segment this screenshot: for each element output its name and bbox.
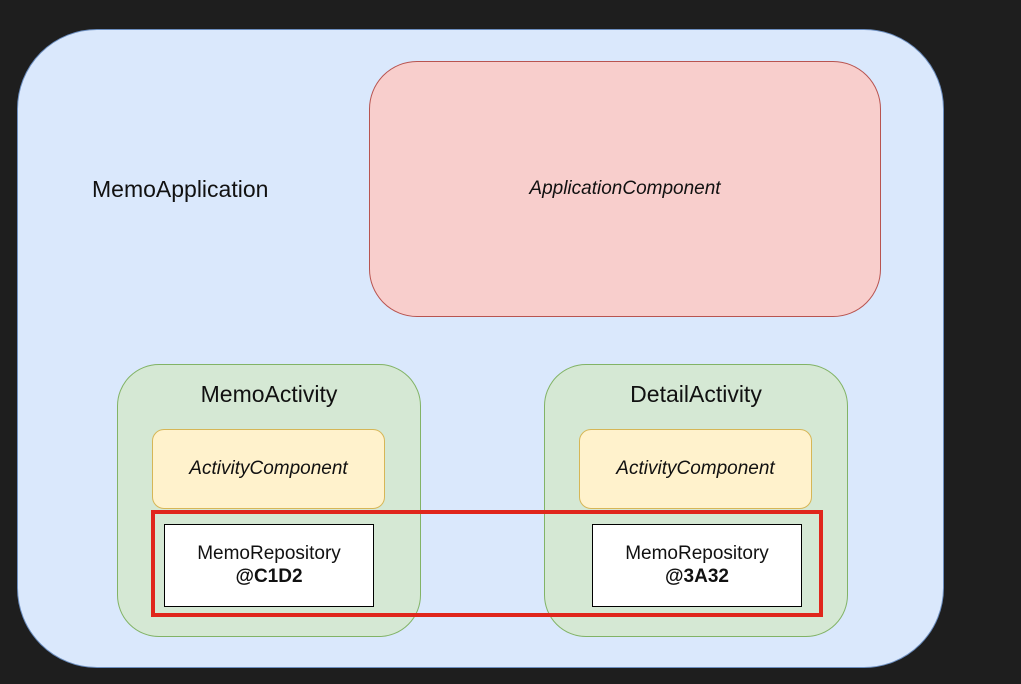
detail-activity-title: DetailActivity — [630, 381, 762, 407]
application-component-label: ApplicationComponent — [529, 178, 721, 199]
memo-activity-title: MemoActivity — [200, 381, 338, 407]
repository-highlight-frame — [151, 510, 823, 617]
application-component-box: ApplicationComponent — [369, 61, 881, 317]
memo-activity-repository-box: MemoRepository @C1D2 — [164, 524, 374, 607]
detail-activity-repository-name: MemoRepository — [625, 542, 769, 564]
detail-activity-component-box: ActivityComponent — [579, 429, 812, 509]
detail-activity-repository-id: @3A32 — [665, 565, 729, 587]
memo-activity-repository-name: MemoRepository — [197, 542, 341, 564]
detail-activity-component-label: ActivityComponent — [616, 458, 775, 479]
memo-activity-repository-id: @C1D2 — [235, 565, 303, 587]
memo-application-label: MemoApplication — [92, 176, 269, 202]
memo-activity-component-label: ActivityComponent — [189, 458, 348, 479]
memo-activity-component-box: ActivityComponent — [152, 429, 385, 509]
detail-activity-repository-box: MemoRepository @3A32 — [592, 524, 802, 607]
